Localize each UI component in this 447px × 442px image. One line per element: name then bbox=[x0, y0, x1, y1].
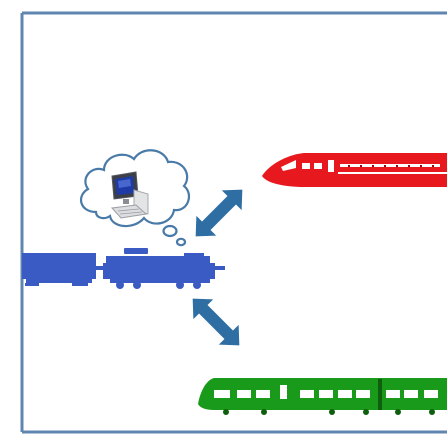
thought-bubble bbox=[79, 149, 191, 247]
locomotive-with-freight-car bbox=[22, 248, 225, 289]
computer-icon bbox=[110, 171, 149, 219]
frame bbox=[20, 11, 447, 434]
double-arrow-upper bbox=[195, 189, 243, 237]
double-arrow-lower bbox=[192, 298, 240, 346]
green-train bbox=[198, 378, 447, 415]
cloud-dot-small bbox=[175, 237, 187, 247]
high-speed-train bbox=[262, 153, 447, 187]
cloud-dot-large bbox=[162, 224, 178, 238]
freight-car bbox=[22, 253, 104, 286]
locomotive bbox=[103, 248, 225, 289]
